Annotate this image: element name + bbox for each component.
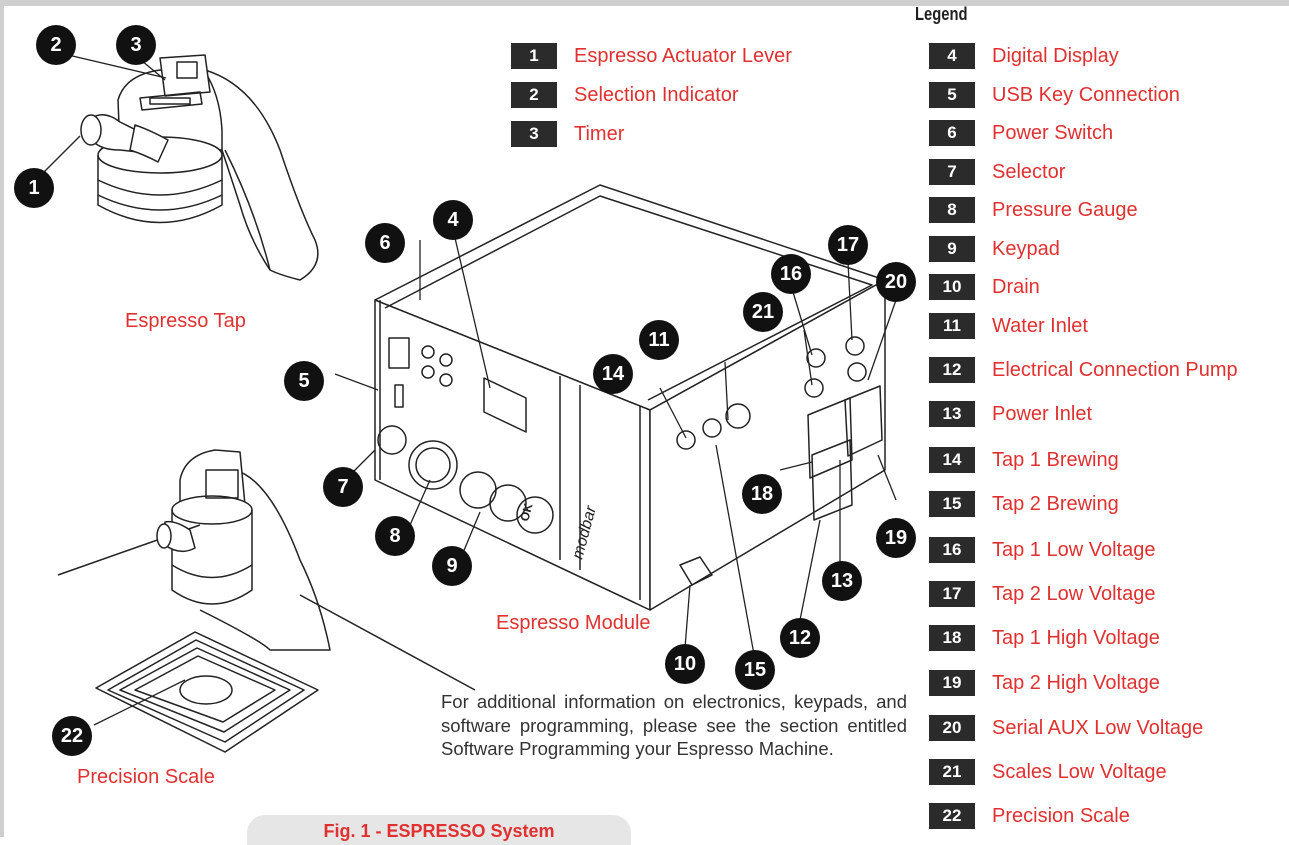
callout-13: 13: [822, 561, 862, 601]
legend-number: 14: [929, 447, 975, 473]
callout-3: 3: [116, 25, 156, 65]
legend-number: 16: [929, 537, 975, 563]
legend-row: 20 Serial AUX Low Voltage: [929, 714, 1203, 742]
legend-row: 13 Power Inlet: [929, 400, 1092, 428]
callout-6: 6: [365, 223, 405, 263]
legend-row: 19 Tap 2 High Voltage: [929, 669, 1160, 697]
additional-info-note: For additional information on electronic…: [441, 690, 907, 761]
legend-label: Precision Scale: [992, 805, 1130, 828]
legend-row: 4 Digital Display: [929, 42, 1119, 70]
legend-label: Tap 2 Low Voltage: [992, 583, 1155, 606]
legend-number: 12: [929, 357, 975, 383]
legend-label: Keypad: [992, 238, 1060, 261]
legend-number: 17: [929, 581, 975, 607]
callout-19: 19: [876, 518, 916, 558]
legend-label: Power Switch: [992, 122, 1113, 145]
callout-9: 9: [432, 546, 472, 586]
legend-row: 11 Water Inlet: [929, 312, 1088, 340]
legend-label: Tap 1 Low Voltage: [992, 539, 1155, 562]
legend-label: Pressure Gauge: [992, 199, 1138, 222]
legend-row: 7 Selector: [929, 158, 1065, 186]
legend-row: 6 Power Switch: [929, 119, 1113, 147]
legend-label: Digital Display: [992, 45, 1119, 68]
legend-number: 13: [929, 401, 975, 427]
callout-4: 4: [433, 200, 473, 240]
callout-20: 20: [876, 262, 916, 302]
legend-row: 1 Espresso Actuator Lever: [511, 42, 792, 70]
legend-number: 7: [929, 159, 975, 185]
callout-21: 21: [743, 292, 783, 332]
figure-caption: Fig. 1 - ESPRESSO System: [247, 815, 631, 845]
legend-row: 15 Tap 2 Brewing: [929, 490, 1119, 518]
legend-number: 8: [929, 197, 975, 223]
callout-2: 2: [36, 25, 76, 65]
legend-row: 5 USB Key Connection: [929, 81, 1180, 109]
legend-number: 6: [929, 120, 975, 146]
legend-label: Tap 1 High Voltage: [992, 627, 1160, 650]
legend-row: 9 Keypad: [929, 235, 1060, 263]
callout-14: 14: [593, 354, 633, 394]
legend-number: 20: [929, 715, 975, 741]
legend-number: 15: [929, 491, 975, 517]
legend-number: 21: [929, 759, 975, 785]
espresso-tap-caption: Espresso Tap: [125, 310, 246, 333]
legend-label: Tap 2 High Voltage: [992, 672, 1160, 695]
legend-label: Water Inlet: [992, 315, 1088, 338]
legend-title: Legend: [915, 4, 967, 25]
legend-label: USB Key Connection: [992, 84, 1180, 107]
espresso-module-caption: Espresso Module: [496, 612, 651, 635]
legend-label: Serial AUX Low Voltage: [992, 717, 1203, 740]
legend-number: 5: [929, 82, 975, 108]
legend-row: 10 Drain: [929, 273, 1040, 301]
legend-row: 14 Tap 1 Brewing: [929, 446, 1119, 474]
callout-7: 7: [323, 467, 363, 507]
legend-label: Tap 1 Brewing: [992, 449, 1119, 472]
legend-number: 19: [929, 670, 975, 696]
legend-row: 3 Timer: [511, 120, 624, 148]
legend-label: Scales Low Voltage: [992, 761, 1167, 784]
callout-8: 8: [375, 516, 415, 556]
legend-number: 11: [929, 313, 975, 339]
legend-label: Selection Indicator: [574, 84, 739, 107]
legend-row: 21 Scales Low Voltage: [929, 758, 1167, 786]
callout-12: 12: [780, 618, 820, 658]
legend-row: 22 Precision Scale: [929, 802, 1130, 830]
legend-label: Timer: [574, 123, 624, 146]
legend-row: 16 Tap 1 Low Voltage: [929, 536, 1155, 564]
legend-number: 3: [511, 121, 557, 147]
legend-label: Tap 2 Brewing: [992, 493, 1119, 516]
legend-label: Drain: [992, 276, 1040, 299]
callout-16: 16: [771, 254, 811, 294]
legend-number: 2: [511, 82, 557, 108]
legend-number: 18: [929, 625, 975, 651]
callout-15: 15: [735, 650, 775, 690]
legend-label: Power Inlet: [992, 403, 1092, 426]
legend-number: 4: [929, 43, 975, 69]
precision-scale-caption: Precision Scale: [77, 766, 215, 789]
callout-5: 5: [284, 361, 324, 401]
legend-label: Electrical Connection Pump: [992, 359, 1238, 382]
callout-17: 17: [828, 225, 868, 265]
espresso-tap-drawing: [81, 55, 318, 280]
callout-18: 18: [742, 474, 782, 514]
legend-row: 2 Selection Indicator: [511, 81, 739, 109]
legend-row: 12 Electrical Connection Pump: [929, 356, 1238, 384]
figure-caption-text: Fig. 1 - ESPRESSO System: [323, 821, 554, 845]
callout-11: 11: [639, 320, 679, 360]
legend-number: 9: [929, 236, 975, 262]
callout-10: 10: [665, 644, 705, 684]
legend-number: 22: [929, 803, 975, 829]
legend-row: 8 Pressure Gauge: [929, 196, 1138, 224]
legend-number: 10: [929, 274, 975, 300]
legend-row: 18 Tap 1 High Voltage: [929, 624, 1160, 652]
legend-label: Selector: [992, 161, 1065, 184]
legend-label: Espresso Actuator Lever: [574, 45, 792, 68]
legend-number: 1: [511, 43, 557, 69]
legend-row: 17 Tap 2 Low Voltage: [929, 580, 1155, 608]
callout-22: 22: [52, 716, 92, 756]
callout-1: 1: [14, 168, 54, 208]
